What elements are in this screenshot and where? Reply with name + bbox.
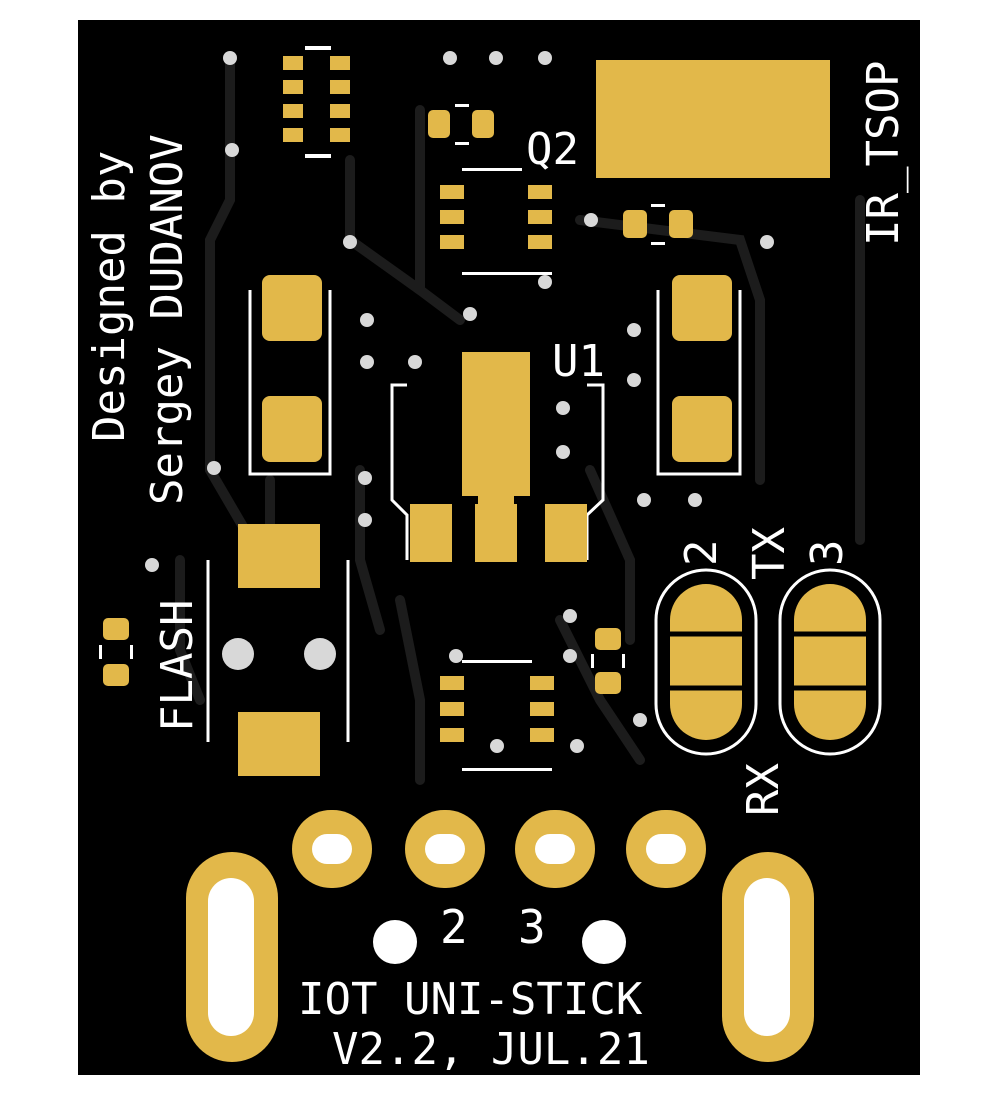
usb-pin2-label: 2 [440,900,468,954]
usb-pins [292,810,706,888]
capacitor-right [656,275,742,476]
solder-jumper-3 [778,568,882,756]
tx-label: TX [744,527,795,580]
usb-pin3-label: 3 [518,900,546,954]
u1-regulator [390,352,605,562]
locating-hole-right [582,920,626,964]
ir-tsop-pad [596,60,830,178]
q2-transistor [440,168,552,275]
resistor-top [428,104,494,145]
u1-label: U1 [552,336,605,387]
bottom-ic [440,660,554,771]
flash-label: FLASH [152,599,203,732]
ir-tsop-label: IR_TSOP [858,60,909,246]
capacitor-left [248,275,332,476]
designed-line2-label: Sergey DUDANOV [142,134,193,505]
rx-label: RX [738,763,789,816]
jumper3-label: 3 [802,539,853,567]
q2-label: Q2 [526,124,579,175]
vias [145,51,774,753]
usb-mounting-slots [186,852,814,1062]
solder-jumper-2 [654,568,758,756]
resistor-right [623,204,693,245]
capacitor-small-center [591,628,625,694]
board-title-label: IOT UNI-STICK [298,974,643,1025]
jumper2-label: 2 [676,539,727,567]
designed-line1-label: Designed by [84,150,135,442]
locating-hole-left [373,920,417,964]
top-left-ic [283,46,350,158]
capacitor-small-left [99,618,133,686]
board-version-label: V2.2, JUL.21 [332,1024,650,1075]
flash-button-footprint [206,524,350,776]
